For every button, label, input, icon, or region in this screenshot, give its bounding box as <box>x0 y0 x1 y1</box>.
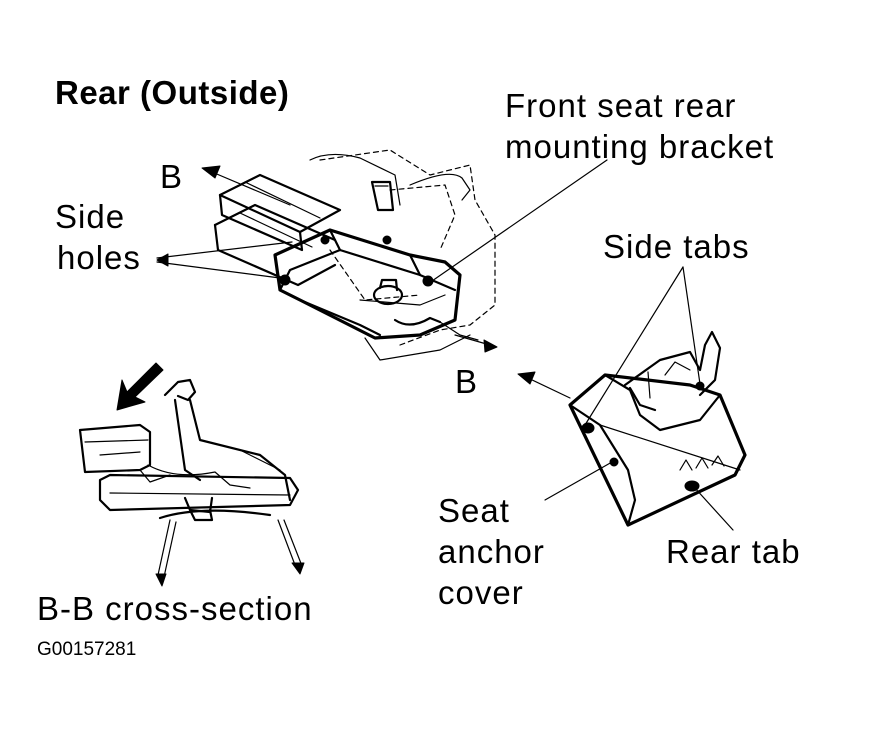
label-side-holes-2: holes <box>57 239 141 276</box>
label-seat-anchor-1: Seat <box>438 492 510 529</box>
label-front-seat-bracket-1: Front seat rear <box>505 87 737 124</box>
figure-code: G00157281 <box>37 639 137 660</box>
label-side-tabs: Side tabs <box>603 228 750 265</box>
label-seat-anchor-2: anchor <box>438 533 545 570</box>
bracket-assembly-drawing <box>156 149 608 361</box>
label-b-middle: B <box>455 363 479 400</box>
label-cross-section: B-B cross-section <box>37 590 313 627</box>
anchor-cover-drawing <box>517 266 747 531</box>
diagram-title: Rear (Outside) <box>55 74 290 111</box>
label-front-seat-bracket-2: mounting bracket <box>505 128 775 165</box>
label-rear-tab: Rear tab <box>666 533 801 570</box>
label-seat-anchor-3: cover <box>438 574 524 611</box>
label-side-holes-1: Side <box>55 198 126 235</box>
label-b-top: B <box>160 158 184 195</box>
cross-section-drawing <box>78 362 305 587</box>
